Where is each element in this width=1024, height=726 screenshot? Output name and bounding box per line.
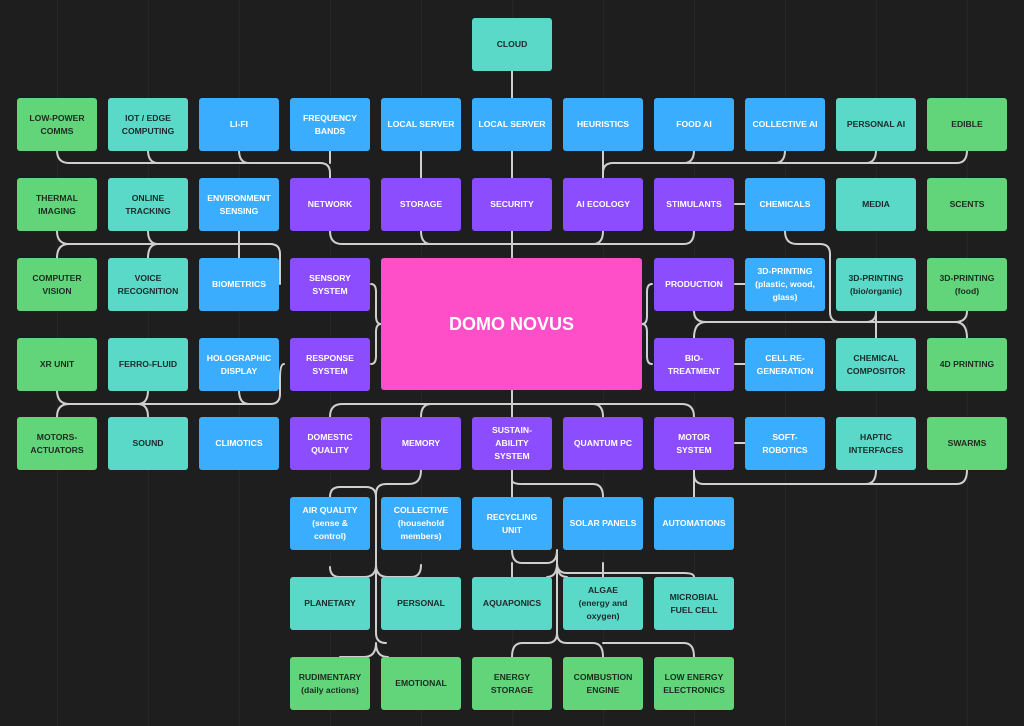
node-stimulants[interactable]: STIMULANTS xyxy=(654,178,734,231)
connector xyxy=(693,469,968,498)
node-security[interactable]: SECURITY xyxy=(472,178,552,231)
node-response-system[interactable]: RESPONSE SYSTEM xyxy=(290,338,370,391)
node-frequency-bands[interactable]: FREQUENCY BANDS xyxy=(290,98,370,151)
node-voice-recognition[interactable]: VOICE RECOGNITION xyxy=(108,258,188,311)
node-memory[interactable]: MEMORY xyxy=(381,417,461,470)
node-media[interactable]: MEDIA xyxy=(836,178,916,231)
node-cloud[interactable]: CLOUD xyxy=(472,18,552,71)
node-chemical-compositor[interactable]: CHEMICAL COMPOSITOR xyxy=(836,338,916,391)
connector xyxy=(56,149,331,179)
node-biometrics[interactable]: BIOMETRICS xyxy=(199,258,279,311)
node-climotics[interactable]: CLIMOTICS xyxy=(199,417,279,470)
connector xyxy=(370,283,382,365)
node-cell-regeneration[interactable]: CELL RE- GENERATION xyxy=(745,338,825,391)
node-bio-treatment[interactable]: BIO- TREATMENT xyxy=(654,338,734,391)
node-swarms[interactable]: SWARMS xyxy=(927,417,1007,470)
node-network[interactable]: NETWORK xyxy=(290,178,370,231)
node-aquaponics[interactable]: AQUAPONICS xyxy=(472,577,552,630)
node-scents[interactable]: SCENTS xyxy=(927,178,1007,231)
node-chemicals[interactable]: CHEMICALS xyxy=(745,178,825,231)
node-automations[interactable]: AUTOMATIONS xyxy=(654,497,734,550)
node-storage[interactable]: STORAGE xyxy=(381,178,461,231)
connector xyxy=(56,363,285,418)
node-edible[interactable]: EDIBLE xyxy=(927,98,1007,151)
node-3d-printing-bio[interactable]: 3D-PRINTING (bio/organic) xyxy=(836,258,916,311)
node-sound[interactable]: SOUND xyxy=(108,417,188,470)
node-emotional[interactable]: EMOTIONAL xyxy=(381,657,461,710)
connector xyxy=(641,283,653,365)
connector xyxy=(329,389,695,418)
connector xyxy=(56,230,281,285)
node-holographic-display[interactable]: HOLOGRAPHIC DISPLAY xyxy=(199,338,279,391)
node-domo-novus[interactable]: DOMO NOVUS xyxy=(381,258,642,390)
node-3d-printing-food[interactable]: 3D-PRINTING (food) xyxy=(927,258,1007,311)
node-online-tracking[interactable]: ONLINE TRACKING xyxy=(108,178,188,231)
connector xyxy=(734,283,746,444)
node-xr-unit[interactable]: XR UNIT xyxy=(17,338,97,391)
node-motor-system[interactable]: MOTOR SYSTEM xyxy=(654,417,734,470)
node-personal-ai[interactable]: PERSONAL AI xyxy=(836,98,916,151)
connector xyxy=(693,310,968,339)
node-planetary[interactable]: PLANETARY xyxy=(290,577,370,630)
node-domestic-quality[interactable]: DOMESTIC QUALITY xyxy=(290,417,370,470)
node-combustion-engine[interactable]: COMBUSTION ENGINE xyxy=(563,657,643,710)
node-local-server-1[interactable]: LOCAL SERVER xyxy=(381,98,461,151)
node-3d-printing-plastic[interactable]: 3D-PRINTING (plastic, wood, glass) xyxy=(745,258,825,311)
connector xyxy=(602,149,968,179)
node-ferro-fluid[interactable]: FERRO-FLUID xyxy=(108,338,188,391)
node-sensory-system[interactable]: SENSORY SYSTEM xyxy=(290,258,370,311)
node-personal[interactable]: PERSONAL xyxy=(381,577,461,630)
node-solar-panels[interactable]: SOLAR PANELS xyxy=(563,497,643,550)
node-food-ai[interactable]: FOOD AI xyxy=(654,98,734,151)
node-low-power-comms[interactable]: LOW-POWER COMMS xyxy=(17,98,97,151)
node-rudimentary[interactable]: RUDIMENTARY (daily actions) xyxy=(290,657,370,710)
node-thermal-imaging[interactable]: THERMAL IMAGING xyxy=(17,178,97,231)
node-li-fi[interactable]: LI-FI xyxy=(199,98,279,151)
node-algae[interactable]: ALGAE (energy and oxygen) xyxy=(563,577,643,630)
connector xyxy=(329,230,695,259)
node-soft-robotics[interactable]: SOFT- ROBOTICS xyxy=(745,417,825,470)
node-environment-sensing[interactable]: ENVIRONMENT SENSING xyxy=(199,178,279,231)
node-ai-ecology[interactable]: AI ECOLOGY xyxy=(563,178,643,231)
node-collective-household[interactable]: COLLECTIVE (household members) xyxy=(381,497,461,550)
node-iot-edge-computing[interactable]: IOT / EDGE COMPUTING xyxy=(108,98,188,151)
node-recycling-unit[interactable]: RECYCLING UNIT xyxy=(472,497,552,550)
node-4d-printing[interactable]: 4D PRINTING xyxy=(927,338,1007,391)
node-haptic-interfaces[interactable]: HAPTIC INTERFACES xyxy=(836,417,916,470)
node-production[interactable]: PRODUCTION xyxy=(654,258,734,311)
connector xyxy=(420,149,604,179)
node-sustainability-system[interactable]: SUSTAIN- ABILITY SYSTEM xyxy=(472,417,552,470)
node-air-quality[interactable]: AIR QUALITY (sense & control) xyxy=(290,497,370,550)
node-motors-actuators[interactable]: MOTORS- ACTUATORS xyxy=(17,417,97,470)
node-heuristics[interactable]: HEURISTICS xyxy=(563,98,643,151)
node-low-energy-electronics[interactable]: LOW ENERGY ELECTRONICS xyxy=(654,657,734,710)
node-computer-vision[interactable]: COMPUTER VISION xyxy=(17,258,97,311)
connector xyxy=(511,469,695,658)
node-local-server-2[interactable]: LOCAL SERVER xyxy=(472,98,552,151)
node-quantum-pc[interactable]: QUANTUM PC xyxy=(563,417,643,470)
node-energy-storage[interactable]: ENERGY STORAGE xyxy=(472,657,552,710)
node-microbial-fuel-cell[interactable]: MICROBIAL FUEL CELL xyxy=(654,577,734,630)
node-collective-ai[interactable]: COLLECTIVE AI xyxy=(745,98,825,151)
